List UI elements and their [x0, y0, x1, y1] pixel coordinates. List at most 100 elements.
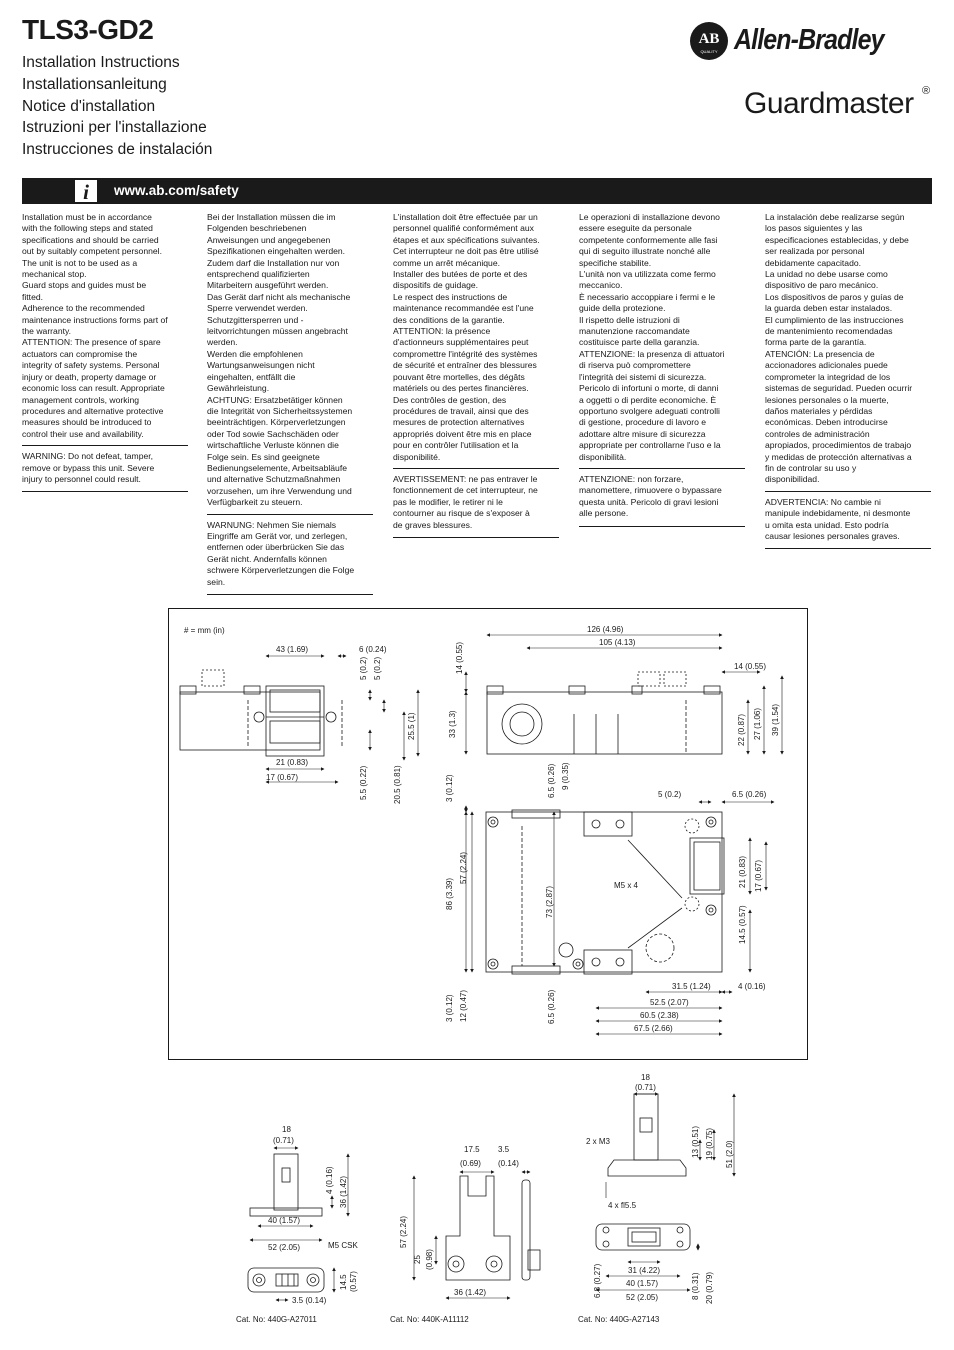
spanish-warning: ADVERTENCIA: No cambie ni manipule indeb… — [765, 496, 911, 541]
dim-67-5: 67.5 (2.66) — [634, 1024, 673, 1033]
a1-dim-14-5in: (0.57) — [349, 1271, 358, 1292]
a1-dim-36: 36 (1.42) — [339, 1176, 348, 1208]
a2-dim-17-5in: (0.69) — [460, 1159, 481, 1168]
a2-dim-25: 25 — [413, 1255, 422, 1264]
english-warning: WARNING: Do not defeat, tamper, remove o… — [22, 451, 155, 484]
a1-dim-40: 40 (1.57) — [268, 1216, 300, 1225]
front-view-drawing — [486, 671, 723, 755]
actuator-1-dims — [249, 1146, 350, 1302]
column-french: L'installation doit être effectuée par u… — [393, 212, 559, 543]
guardmaster-logo: Guardmaster ® — [744, 85, 930, 120]
dim-21v: 21 (0.83) — [738, 856, 747, 888]
subtitle-fr: Notice d'installation — [22, 97, 156, 115]
dim-52-5: 52.5 (2.07) — [650, 998, 689, 1007]
a3-dim-8: 8 (0.31) — [691, 1272, 700, 1300]
dim-60-5: 60.5 (2.38) — [640, 1011, 679, 1020]
subtitle-it: Istruzioni per l'installazione — [22, 119, 207, 137]
dim-4: 4 (0.16) — [738, 982, 766, 991]
side-view-drawing — [179, 669, 343, 757]
dim-33: 33 (1.3) — [448, 710, 457, 738]
dim-5a: 5 (0.2) — [359, 657, 368, 680]
a3-dim-51: 51 (2.0) — [725, 1140, 734, 1168]
dim-57: 57 (2.24) — [459, 852, 468, 884]
dimension-drawing-frame — [168, 608, 808, 1060]
dim-73: 73 (2.87) — [545, 886, 554, 918]
a1-dim-4: 4 (0.16) — [325, 1166, 334, 1194]
dim-39: 39 (1.54) — [771, 704, 780, 736]
dim-14-5v: 14.5 (0.57) — [738, 905, 747, 944]
subtitle-en: Installation Instructions — [22, 54, 180, 71]
a2-dim-17-5: 17.5 — [464, 1145, 480, 1154]
actuator-440k-a11112-drawing — [445, 1175, 541, 1281]
divider — [207, 513, 373, 515]
guardmaster-wordmark: Guardmaster — [744, 87, 914, 120]
dim-3b: 3 (0.12) — [445, 994, 454, 1022]
dim-27: 27 (1.06) — [753, 708, 762, 740]
web-banner: i www.ab.com/safety — [22, 178, 932, 204]
italian-body: Le operazioni di installazione devono es… — [579, 212, 725, 462]
dim-6-5b: 6.5 (0.26) — [547, 989, 556, 1024]
subtitle-es: Instrucciones de instalación — [22, 141, 213, 159]
a1-dim-3-5: 3.5 (0.14) — [292, 1296, 327, 1305]
a3-dim-20: 20 (0.79) — [705, 1272, 714, 1304]
m5-thread-label: M5 x 4 — [614, 881, 639, 890]
safety-url-link[interactable]: www.ab.com/safety — [114, 183, 239, 198]
dim-6-5h: 6.5 (0.26) — [732, 790, 767, 799]
a1-dim-18: 18 — [282, 1125, 291, 1134]
divider — [765, 548, 931, 550]
dim-9: 9 (0.35) — [561, 762, 570, 790]
spanish-body: La instalación debe realizarse según los… — [765, 212, 913, 485]
a3-dim-13: 13 (0.51) — [691, 1126, 700, 1158]
top-view-dims — [464, 800, 775, 1036]
a3-dim-40: 40 (1.57) — [626, 1279, 658, 1288]
divider — [22, 491, 188, 493]
a3-hole-label: 4 x fl5.5 — [608, 1201, 637, 1210]
a2-dim-57: 57 (2.24) — [399, 1216, 408, 1248]
a3-dim-18in: (0.71) — [635, 1083, 656, 1092]
a3-dim-52: 52 (2.05) — [626, 1293, 658, 1302]
dim-5h: 5 (0.2) — [658, 790, 681, 799]
dim-14h: 14 (0.55) — [734, 662, 766, 671]
a2-cat-number: Cat. No: 440K-A11112 — [390, 1315, 469, 1324]
a1-dim-18in: (0.71) — [273, 1136, 294, 1145]
a3-dim-18: 18 — [641, 1073, 650, 1082]
registered-mark: ® — [922, 85, 930, 97]
dim-12: 12 (0.47) — [459, 990, 468, 1022]
dim-20-5: 20.5 (0.81) — [393, 765, 402, 804]
column-english: Installation must be in accordance with … — [22, 212, 188, 497]
divider — [393, 467, 559, 469]
brand-name: Allen-Bradley — [734, 24, 884, 56]
actuator-440g-a27011-drawing — [247, 1153, 325, 1293]
dim-43: 43 (1.69) — [276, 645, 308, 654]
side-view-dims — [265, 654, 420, 784]
dim-25-5: 25.5 (1) — [407, 712, 416, 740]
divider — [22, 445, 188, 447]
units-note: # = mm (in) — [184, 626, 225, 635]
dim-105: 105 (4.13) — [599, 638, 636, 647]
english-body: Installation must be in accordance with … — [22, 212, 168, 439]
french-body: L'installation doit être effectuée par u… — [393, 212, 540, 462]
a3-cat-number: Cat. No: 440G-A27143 — [578, 1315, 660, 1324]
column-german: Bei der Installation müssen die im Folge… — [207, 212, 373, 600]
ab-logo-small: QUALITY — [700, 49, 718, 54]
a1-dim-52: 52 (2.05) — [268, 1243, 300, 1252]
column-italian: Le operazioni di installazione devono es… — [579, 212, 745, 532]
dim-22: 22 (0.87) — [737, 714, 746, 746]
divider — [393, 536, 559, 538]
divider — [579, 467, 745, 469]
dim-21: 21 (0.83) — [276, 758, 308, 767]
dim-86: 86 (3.39) — [445, 878, 454, 910]
a3-dim-6-8: 6.8 (0.27) — [593, 1263, 602, 1298]
top-view-drawing — [485, 809, 725, 975]
divider — [579, 525, 745, 527]
german-warning: WARNUNG: Nehmen Sie niemals Eingriffe am… — [207, 519, 355, 587]
dim-5b: 5 (0.2) — [373, 657, 382, 680]
a2-dim-3-5: 3.5 — [498, 1145, 510, 1154]
dim-3a: 3 (0.12) — [445, 774, 454, 802]
dim-6-5a: 6.5 (0.26) — [547, 763, 556, 798]
actuator-2-dims — [412, 1170, 531, 1300]
document-title: TLS3-GD2 — [22, 14, 154, 45]
a2-dim-36: 36 (1.42) — [454, 1288, 486, 1297]
divider — [765, 490, 931, 492]
